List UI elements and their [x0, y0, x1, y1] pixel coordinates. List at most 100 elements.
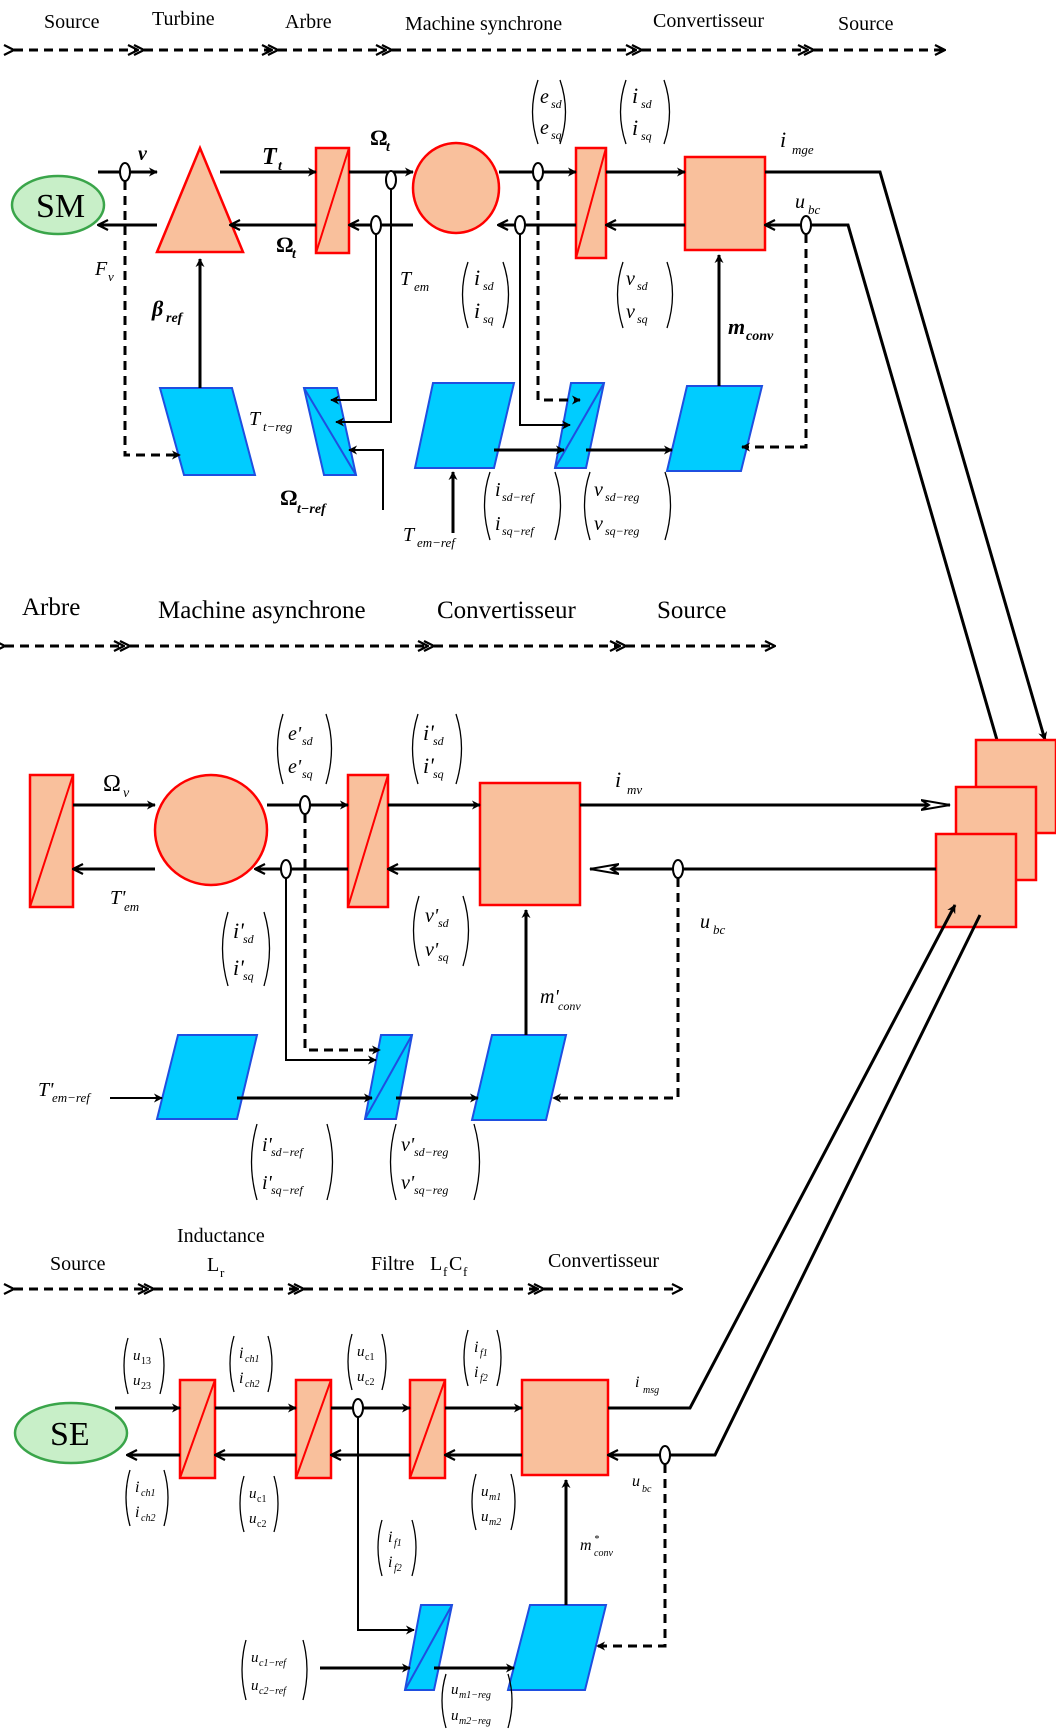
- vector-v-reg: v sd−reg v sq−reg: [583, 471, 672, 541]
- line-i-feedback: [519, 234, 571, 430]
- tap: [352, 1398, 364, 1418]
- label-beta-sub: ref: [166, 311, 184, 326]
- svg-text:v: v: [626, 301, 635, 323]
- label-beta: β: [151, 296, 164, 321]
- svg-text:i: i: [388, 1529, 392, 1546]
- svg-text:i: i: [632, 83, 638, 108]
- tap: [119, 162, 131, 182]
- dash-e-feedback-2: [303, 814, 381, 1055]
- label-m-conv-2: m': [540, 986, 559, 1008]
- dash-Fv: [123, 181, 181, 460]
- svg-text:u: u: [251, 1650, 259, 1666]
- converter-block-3: [520, 1378, 610, 1477]
- label-Tt-reg-sub: t−reg: [263, 419, 293, 434]
- svg-text:m2: m2: [489, 1517, 501, 1528]
- svg-text:m2−reg: m2−reg: [459, 1716, 491, 1727]
- label-m-conv-3-sup: *: [594, 1534, 599, 1545]
- svg-text:i: i: [135, 1504, 139, 1521]
- svg-text:i: i: [495, 513, 501, 535]
- label-Tem-2-sub: em: [124, 899, 139, 914]
- label-Tem-sub: em: [414, 279, 429, 294]
- svg-text:sd: sd: [483, 279, 495, 293]
- sm-label: SM: [36, 188, 85, 225]
- tap: [299, 795, 311, 815]
- svg-text:sq: sq: [483, 312, 494, 326]
- svg-text:v: v: [594, 479, 603, 501]
- svg-text:v': v': [401, 1172, 415, 1194]
- section-3-grid-side: Inductance Source L r Filtre L f C f Con…: [13, 904, 982, 1729]
- modulation-block: [665, 385, 764, 472]
- label-v: v: [138, 143, 148, 165]
- converter-block: [683, 155, 767, 252]
- svg-text:i: i: [239, 1345, 243, 1362]
- label-Tt-sub: t: [278, 159, 283, 174]
- svg-text:sq: sq: [641, 129, 652, 143]
- line-i-msg: [608, 904, 957, 1410]
- tap: [280, 859, 292, 879]
- filtre-L-sub: f: [443, 1264, 448, 1279]
- svg-text:f1: f1: [480, 1348, 488, 1359]
- vector-i-top-2: i' sd i' sq: [411, 713, 463, 785]
- svg-text:ch1: ch1: [141, 1488, 155, 1499]
- label-Fv-sub: v: [108, 269, 114, 284]
- svg-text:sq−reg: sq−reg: [605, 524, 639, 538]
- label-omega-v-sub: v: [123, 786, 130, 801]
- svg-text:ch2: ch2: [141, 1513, 155, 1524]
- dash-u-bc-2: [552, 878, 680, 1103]
- current-ref-block-2: [155, 1034, 259, 1120]
- vector-ich-top: i ch1 i ch2: [229, 1335, 273, 1393]
- async-machine-circle: [153, 773, 269, 887]
- svg-text:c1: c1: [257, 1494, 266, 1505]
- label-i-mv: i: [615, 767, 621, 792]
- svg-text:i: i: [495, 479, 501, 501]
- svg-text:u: u: [451, 1708, 459, 1724]
- svg-text:f2: f2: [394, 1563, 402, 1574]
- svg-text:sq: sq: [433, 767, 444, 781]
- line-Tem-feedback: [330, 234, 377, 405]
- se-source-oval: [13, 1401, 129, 1465]
- label-omega-ref-sub: t−ref: [297, 502, 327, 517]
- sm-source-oval: [10, 174, 106, 236]
- label-m-conv-3: m: [580, 1537, 592, 1554]
- dash-e-feedback: [536, 181, 581, 405]
- svg-text:i: i: [135, 1479, 139, 1496]
- filtre-L: L: [430, 1253, 442, 1275]
- svg-text:v: v: [594, 513, 603, 535]
- header-source-3: Source: [657, 597, 726, 624]
- vector-e-2: e' sd e' sq: [276, 713, 333, 785]
- svg-text:sd−reg: sd−reg: [414, 1145, 448, 1159]
- label-i-mge: i: [780, 127, 786, 152]
- label-Tem-ref-2-sub: em−ref: [52, 1090, 92, 1105]
- header-inductance: Inductance: [177, 1225, 265, 1247]
- vector-uc-top: u c1 u c2: [347, 1333, 387, 1391]
- svg-text:f2: f2: [480, 1373, 488, 1384]
- line-u-bc: [765, 225, 1012, 786]
- label-omega-t-top: Ω: [370, 125, 388, 150]
- svg-text:i: i: [474, 298, 480, 323]
- svg-text:sd−ref: sd−ref: [502, 490, 535, 504]
- vector-uc-ref: u c1−ref u c2−ref: [241, 1639, 308, 1701]
- label-Fv: F: [94, 258, 108, 280]
- svg-text:i: i: [388, 1554, 392, 1571]
- vector-v-reg-2: v' sd−reg v' sq−reg: [389, 1123, 481, 1201]
- label-Tt: T: [262, 144, 278, 170]
- svg-text:13: 13: [141, 1356, 151, 1367]
- vector-i-mid-2: i' sd i' sq: [221, 911, 271, 987]
- label-i-mge-sub: mge: [792, 142, 814, 157]
- label-u-bc-3-sub: bc: [642, 1484, 652, 1495]
- filtre-C-sub: f: [463, 1264, 468, 1279]
- svg-text:e: e: [540, 86, 549, 108]
- svg-text:v': v': [401, 1134, 415, 1156]
- label-omega-ref: Ω: [280, 485, 298, 510]
- inductance-symbol-sub: r: [220, 1265, 225, 1280]
- vector-if-top: i f1 i f2: [463, 1329, 502, 1387]
- header-machine-asynchrone: Machine asynchrone: [158, 597, 366, 624]
- transform-block-2-diagonal: [347, 774, 389, 908]
- voltage-control-diagonal: [404, 1604, 453, 1691]
- svg-text:u: u: [357, 1369, 365, 1385]
- se-label: SE: [50, 1416, 90, 1453]
- vector-i-ref-2: i' sd−ref i' sq−ref: [250, 1123, 334, 1201]
- svg-text:sq−reg: sq−reg: [414, 1183, 448, 1197]
- vector-i-top: i sd i sq: [619, 79, 671, 145]
- svg-text:i': i': [423, 753, 434, 778]
